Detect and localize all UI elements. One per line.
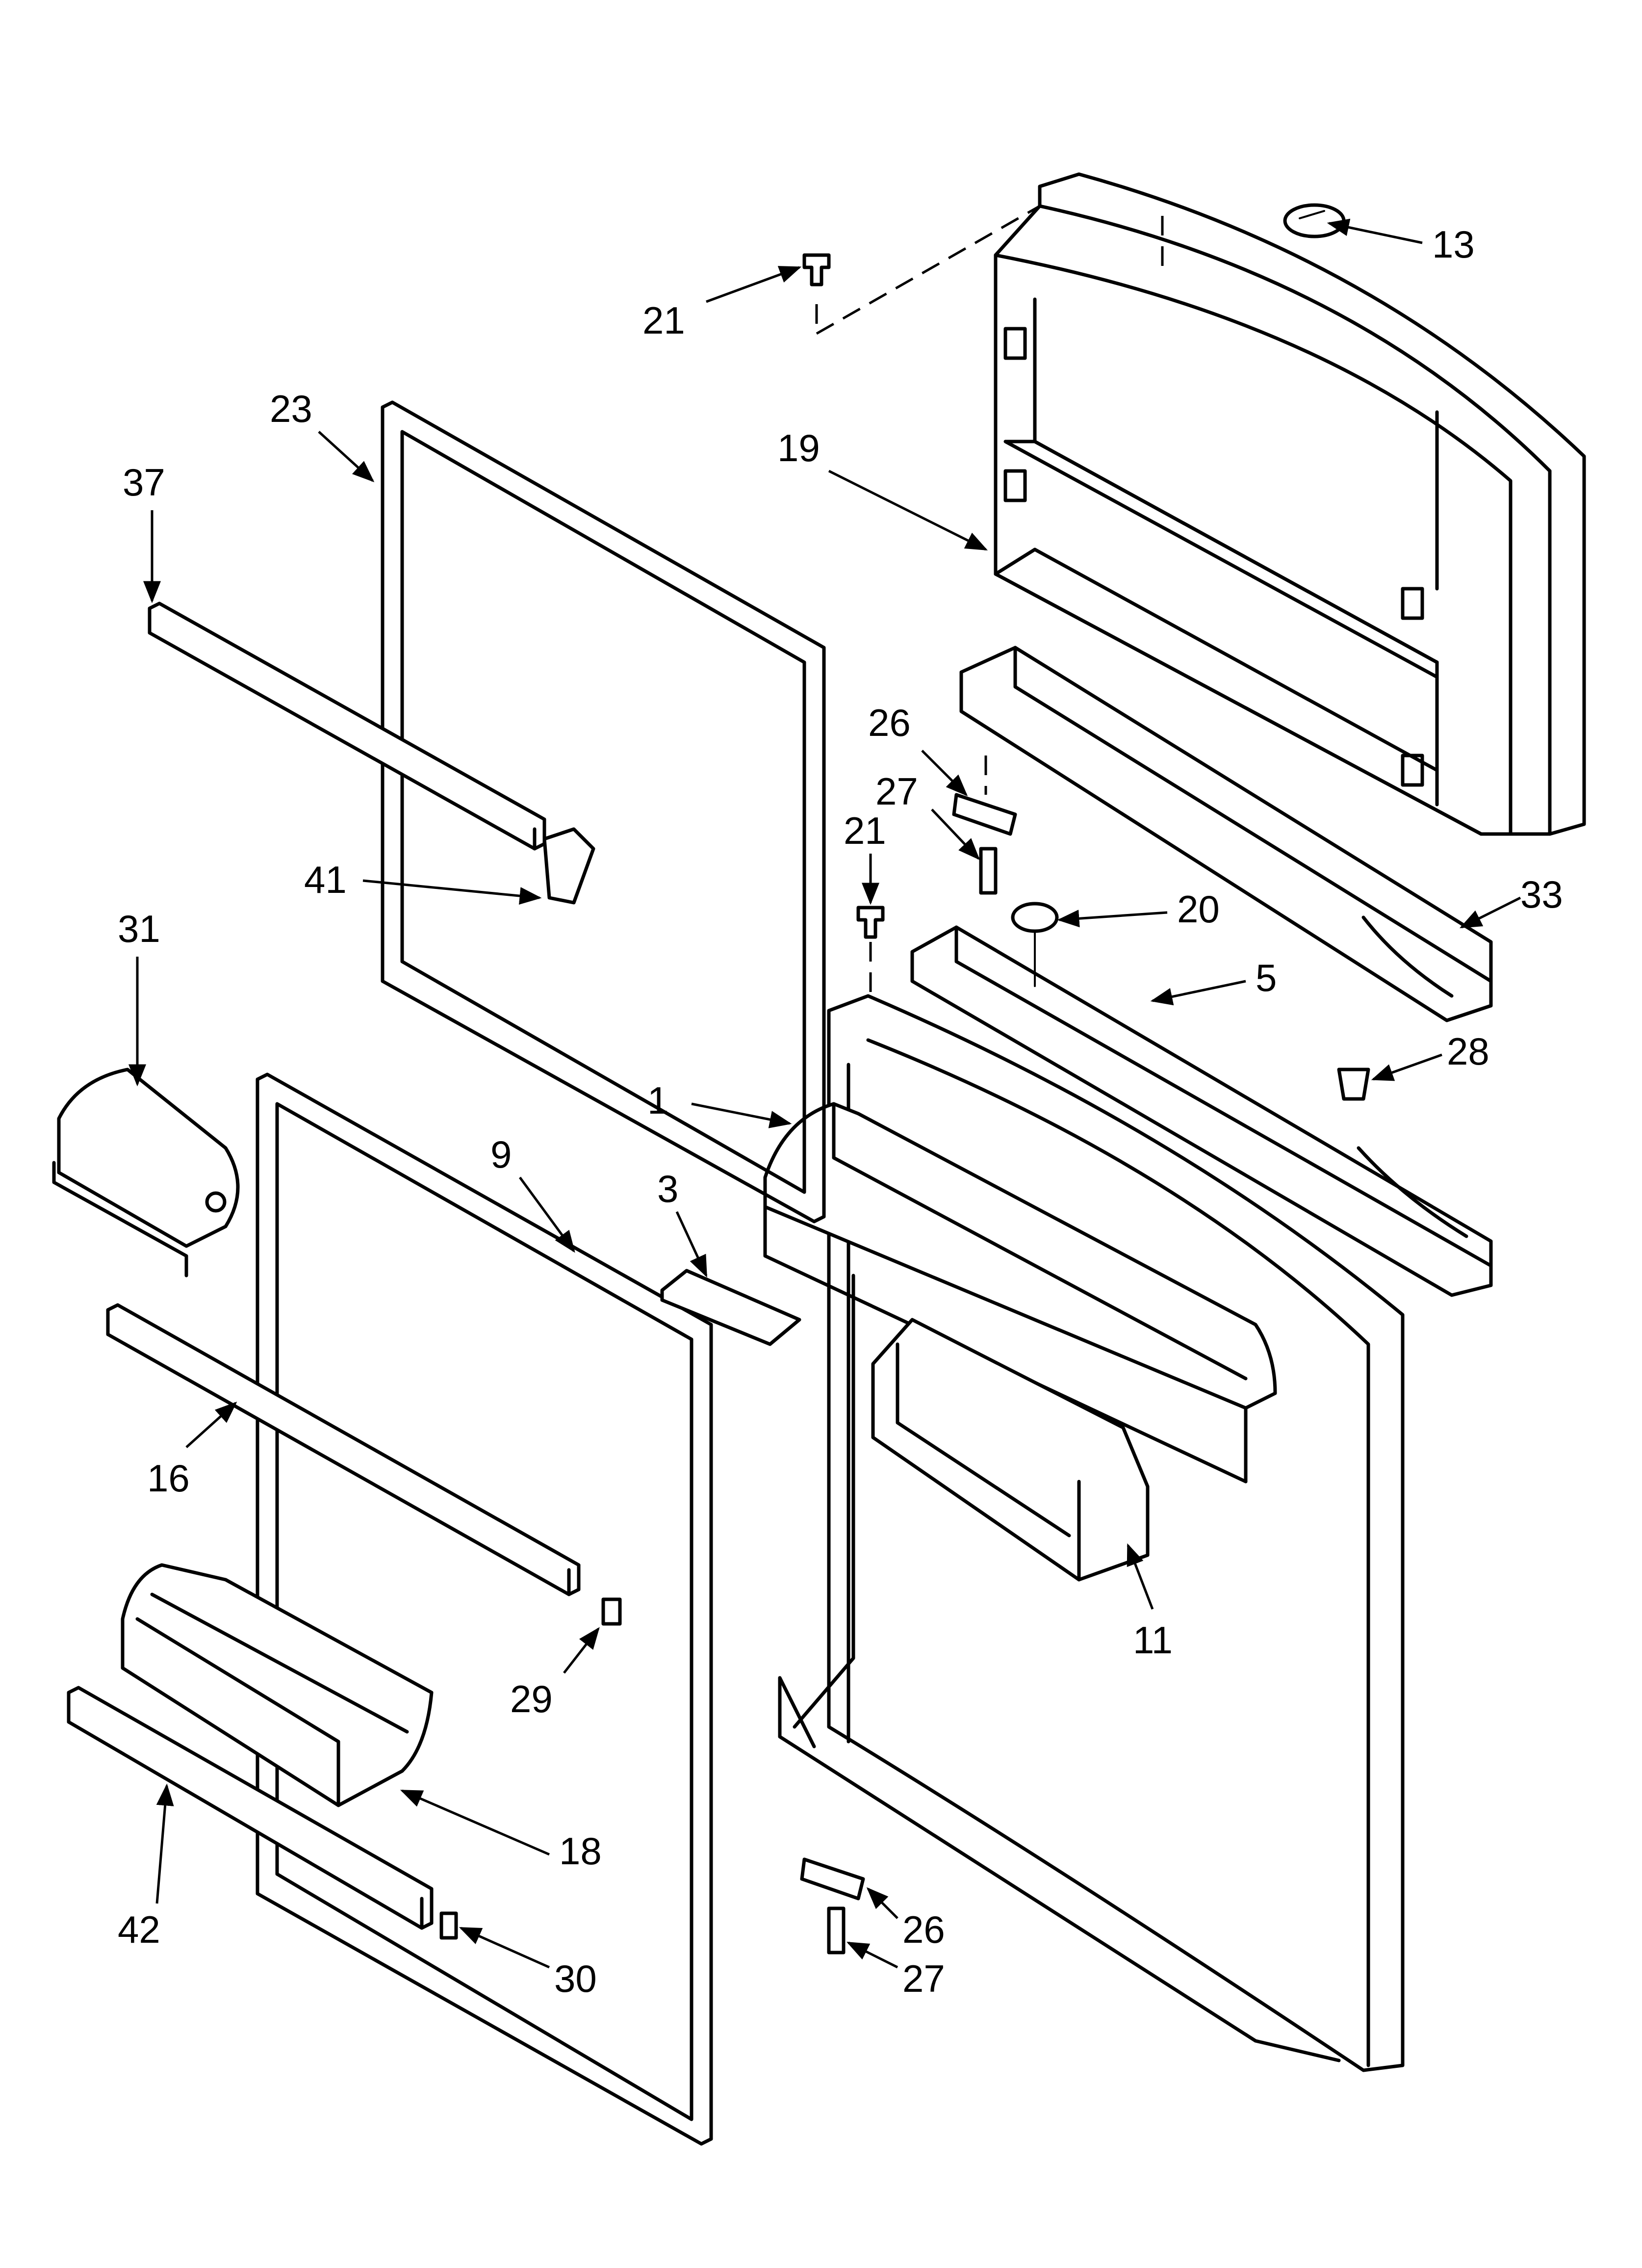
callout-42: 42 [118,1908,160,1951]
callout-26-bottom: 26 [902,1908,945,1951]
part-21-pin-lower [856,906,885,996]
part-18-bin [121,1563,434,1807]
part-41-clip [542,827,595,905]
freezer-door [994,172,1586,836]
callout-9: 9 [490,1133,512,1176]
part-29-clip [601,1597,622,1626]
part-26-hinge-top [952,756,1017,836]
callout-20: 20 [1177,887,1220,931]
callout-41: 41 [304,858,347,901]
callout-13: 13 [1432,223,1475,266]
leader-lines [128,218,1521,1969]
part-11-bin [871,1318,1150,1582]
callout-28: 28 [1447,1030,1489,1073]
part-37-strip [148,601,546,851]
part-27-screw-bottom [827,1906,846,1955]
callout-27-top: 27 [875,770,918,813]
callout-23: 23 [270,387,312,430]
part-31-cover [52,1068,240,1277]
callout-18: 18 [559,1829,602,1873]
callout-19: 19 [777,426,820,469]
part-27-screw-top [979,847,998,895]
part-30-clip [439,1911,458,1940]
part-23-freezer-gasket [381,400,826,1224]
callout-30: 30 [554,1957,597,2000]
callout-21-top: 21 [642,299,685,342]
callout-31: 31 [118,907,160,950]
part-13-lens [1283,203,1346,238]
callout-21-lower: 21 [844,809,886,852]
part-33-bracket [959,646,1493,1022]
callout-27-bottom: 27 [902,1957,945,2000]
part-26-hinge-bottom [800,1857,865,1901]
part-5-hinge-bracket [910,925,1493,1297]
callout-5: 5 [1256,956,1277,999]
part-9-fresh-food-gasket [256,1072,713,2146]
part-1-door-bin [763,1102,1277,1484]
part-20-plug [1011,902,1059,987]
callout-26-top: 26 [868,701,911,744]
callout-1: 1 [647,1079,668,1122]
callouts: 13 21 19 23 37 26 27 21 20 33 41 31 5 28… [118,223,1563,2000]
callout-16: 16 [147,1457,190,1500]
callout-29: 29 [510,1677,553,1721]
part-42-strip [67,1686,434,1930]
callout-3: 3 [657,1167,678,1210]
part-16-strip [106,1303,581,1596]
part-21-pin-top [802,205,1041,335]
callout-33: 33 [1520,873,1563,916]
callout-37: 37 [123,461,165,504]
part-3-pad [660,1269,801,1346]
callout-11: 11 [1133,1618,1173,1662]
part-28-plug [1337,1068,1370,1101]
